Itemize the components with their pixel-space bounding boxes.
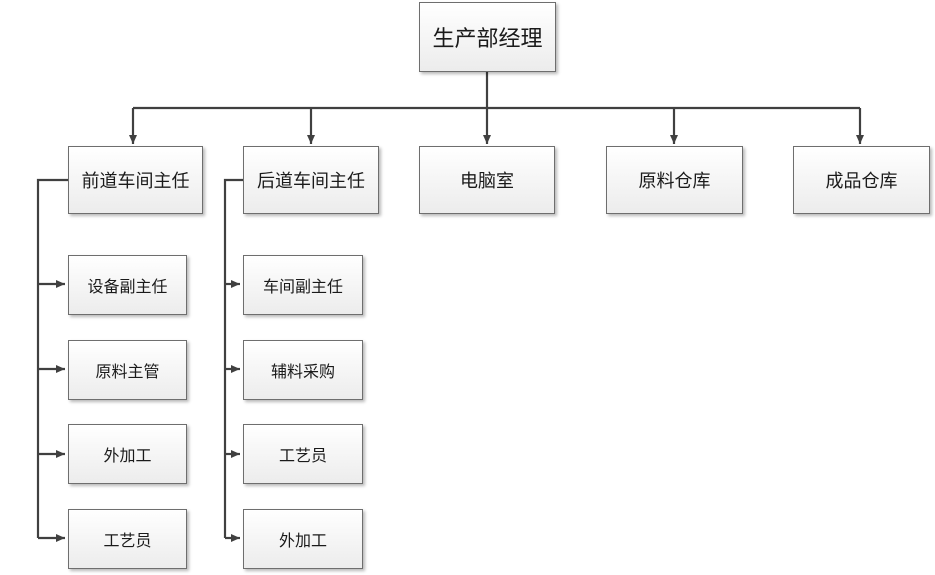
node-back-role: 辅料采购 [243,340,363,400]
node-label: 辅料采购 [270,362,335,381]
node-label: 外加工 [278,531,327,550]
node-label: 成品仓库 [825,171,898,192]
node-front-workshop-director: 前道车间主任 [68,146,203,214]
node-back-workshop-director: 后道车间主任 [243,146,379,214]
node-label: 原料主管 [95,362,160,381]
node-label: 后道车间主任 [257,171,365,192]
back-branch-spine [223,178,243,538]
node-label: 工艺员 [103,531,152,550]
node-label: 电脑室 [460,171,514,192]
node-label: 生产部经理 [432,27,543,52]
node-front-role: 原料主管 [68,340,187,400]
node-front-role: 外加工 [68,424,187,484]
node-label: 车间副主任 [262,277,343,296]
node-label: 原料仓库 [638,171,711,192]
node-label: 前道车间主任 [81,171,190,192]
node-finished-goods-warehouse: 成品仓库 [793,146,930,214]
node-back-role: 外加工 [243,509,363,569]
front-branch-spine [36,178,68,538]
node-production-manager: 生产部经理 [419,2,556,72]
node-front-role: 工艺员 [68,509,187,569]
node-computer-room: 电脑室 [419,146,555,214]
node-back-role: 车间副主任 [243,255,363,315]
node-back-role: 工艺员 [243,424,363,484]
node-label: 工艺员 [278,446,327,465]
node-label: 外加工 [103,446,152,465]
node-label: 设备副主任 [87,277,168,296]
node-raw-material-warehouse: 原料仓库 [606,146,743,214]
node-front-role: 设备副主任 [68,255,187,315]
